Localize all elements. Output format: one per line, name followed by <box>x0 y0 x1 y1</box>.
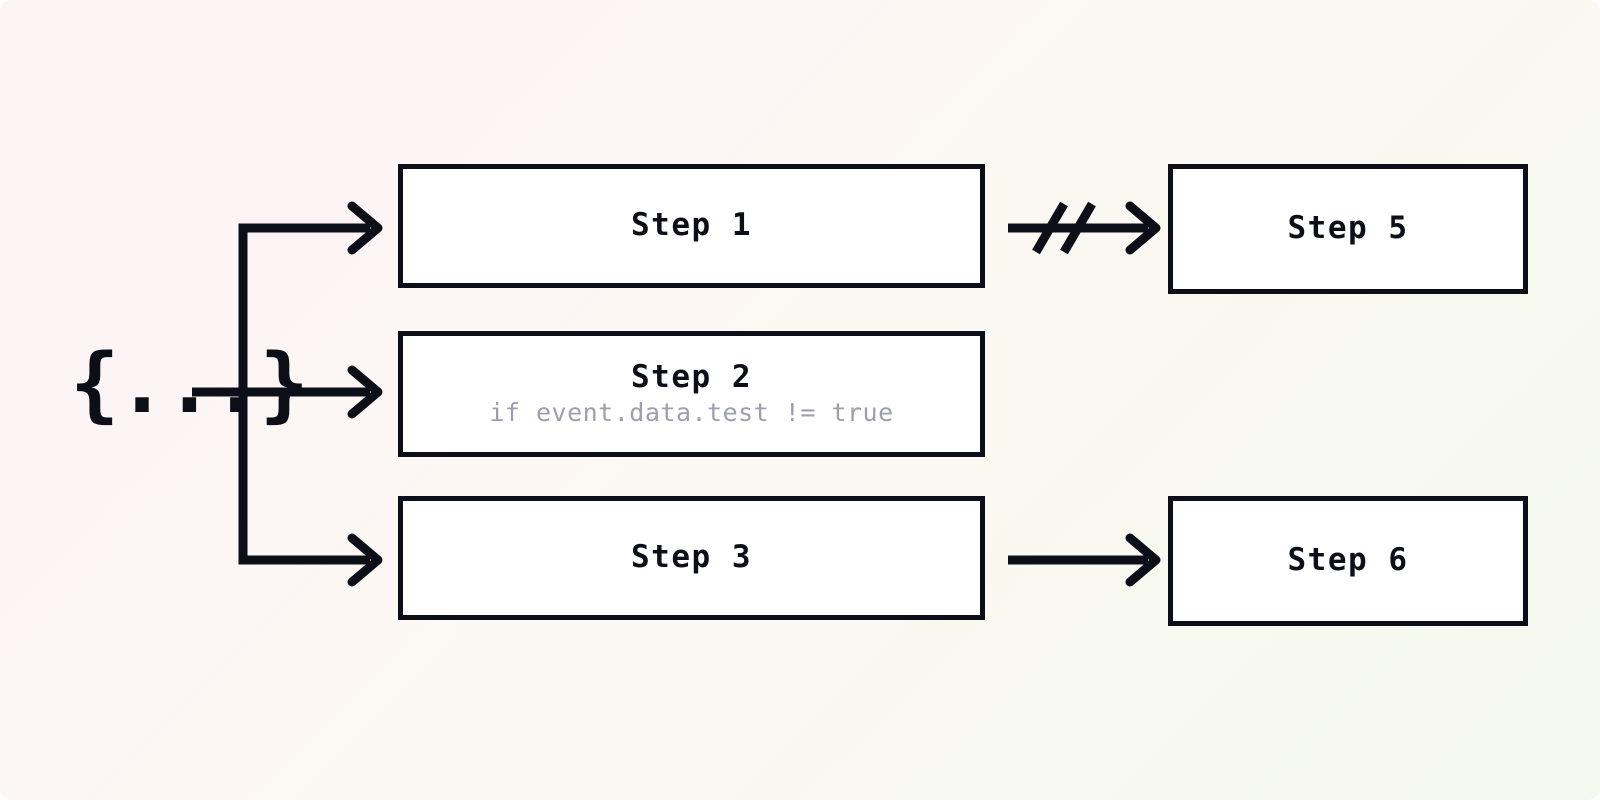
edge-source-to-step-3 <box>238 392 383 587</box>
edge-step-1-to-step-5 <box>1008 201 1161 255</box>
edge-step-3-to-step-6 <box>1008 533 1161 587</box>
edge-cross-marks <box>1032 201 1096 255</box>
node-step-2[interactable]: Step 2 if event.data.test != true <box>398 331 985 457</box>
edge-source-to-step-2 <box>192 365 383 419</box>
node-step-6-title: Step 6 <box>1287 542 1409 579</box>
node-step-2-title: Step 2 <box>631 359 752 396</box>
node-step-3[interactable]: Step 3 <box>398 496 985 620</box>
node-step-6[interactable]: Step 6 <box>1168 496 1528 626</box>
edge-source-to-step-1 <box>238 201 383 392</box>
event-payload-source: {...} <box>70 337 309 432</box>
node-step-3-title: Step 3 <box>631 539 752 576</box>
node-step-1[interactable]: Step 1 <box>398 164 985 288</box>
node-step-5-title: Step 5 <box>1287 210 1409 247</box>
node-step-2-condition: if event.data.test != true <box>489 397 894 427</box>
node-step-5[interactable]: Step 5 <box>1168 164 1528 294</box>
node-step-1-title: Step 1 <box>631 207 752 244</box>
